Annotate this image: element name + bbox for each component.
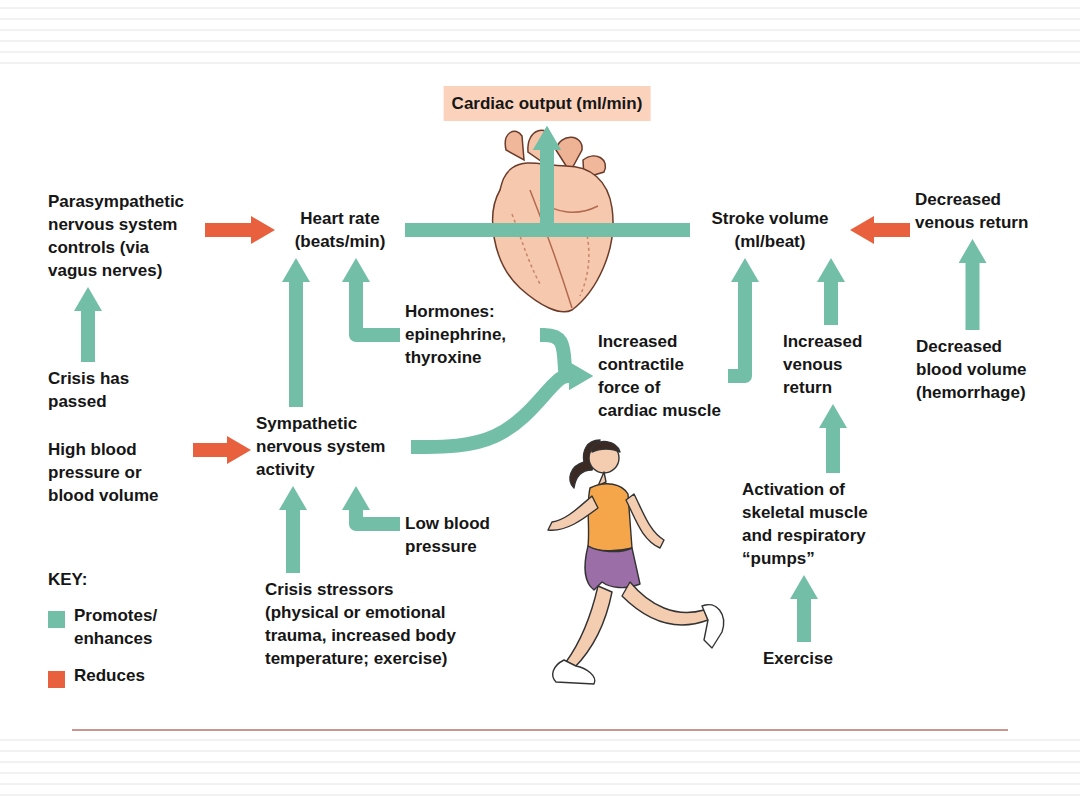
factor-node: Exercise (763, 647, 833, 670)
arrow-connector (966, 263, 980, 330)
node-text: Exercise (763, 647, 833, 670)
legend-text: Reduces (74, 664, 145, 687)
factor-node: Crisis stressors (physical or emotional … (265, 578, 463, 670)
factor-node: Heart rate (beats/min) (280, 207, 400, 253)
node-text: Increased contractile force of cardiac m… (598, 330, 723, 422)
arrow-connector (286, 510, 300, 573)
arrow-connector (205, 223, 251, 237)
factor-node: Decreased blood volume (hemorrhage) (916, 335, 1041, 404)
factor-node: Stroke volume (ml/beat) (695, 207, 845, 253)
node-text: High blood pressure or blood volume (48, 438, 188, 507)
arrow-connector (289, 282, 303, 407)
node-text: Decreased venous return (915, 188, 1030, 234)
factor-node: Hormones: epinephrine, thyroxine (405, 300, 535, 369)
factor-node: Increased venous return (783, 330, 883, 399)
arrow-connector (826, 428, 840, 473)
factor-node: Increased contractile force of cardiac m… (598, 330, 723, 422)
factor-node: Parasympathetic nervous system controls … (48, 190, 200, 282)
factor-node: Sympathetic nervous system activity (256, 412, 406, 481)
node-text: Heart rate (beats/min) (280, 207, 400, 253)
footer-rule (72, 729, 1008, 730)
panel (37, 68, 1050, 690)
node-text: Parasympathetic nervous system controls … (48, 190, 200, 282)
factor-node: Activation of skeletal muscle and respir… (742, 478, 890, 570)
node-text: Decreased blood volume (hemorrhage) (916, 335, 1041, 404)
arrow-connector (874, 223, 910, 237)
arrow-connector (728, 282, 745, 376)
arrow-connector (547, 150, 690, 230)
node-text: Stroke volume (ml/beat) (695, 207, 845, 253)
key-heading: KEY: (48, 568, 87, 591)
legend-text: Promotes/ enhances (74, 604, 174, 650)
runner-illustration (548, 440, 724, 684)
arrow-connector (411, 376, 569, 447)
node-text: Cardiac output (ml/min) (452, 92, 643, 115)
arrow-connector (797, 599, 811, 642)
legend-swatch (48, 671, 65, 688)
arrow-connector (81, 311, 95, 362)
arrow-connector (356, 510, 400, 524)
node-text: Increased venous return (783, 330, 883, 399)
output-box: Cardiac output (ml/min) (444, 86, 651, 121)
node-text: Low blood pressure (405, 512, 515, 558)
node-text: Sympathetic nervous system activity (256, 412, 406, 481)
slide-lines (0, 8, 1080, 795)
node-text: Crisis has passed (48, 367, 158, 413)
arrow-connector (193, 443, 227, 457)
arrow-connector (824, 282, 838, 325)
factor-node: Decreased venous return (915, 188, 1030, 234)
factor-node: Crisis has passed (48, 367, 158, 413)
legend-swatch (48, 611, 65, 628)
node-text: Activation of skeletal muscle and respir… (742, 478, 890, 570)
node-text: Crisis stressors (physical or emotional … (265, 578, 463, 670)
factor-node: High blood pressure or blood volume (48, 438, 188, 507)
factor-node: Low blood pressure (405, 512, 515, 558)
arrow-connector (405, 150, 547, 230)
arrow-connector (356, 282, 400, 335)
node-text: Hormones: epinephrine, thyroxine (405, 300, 535, 369)
